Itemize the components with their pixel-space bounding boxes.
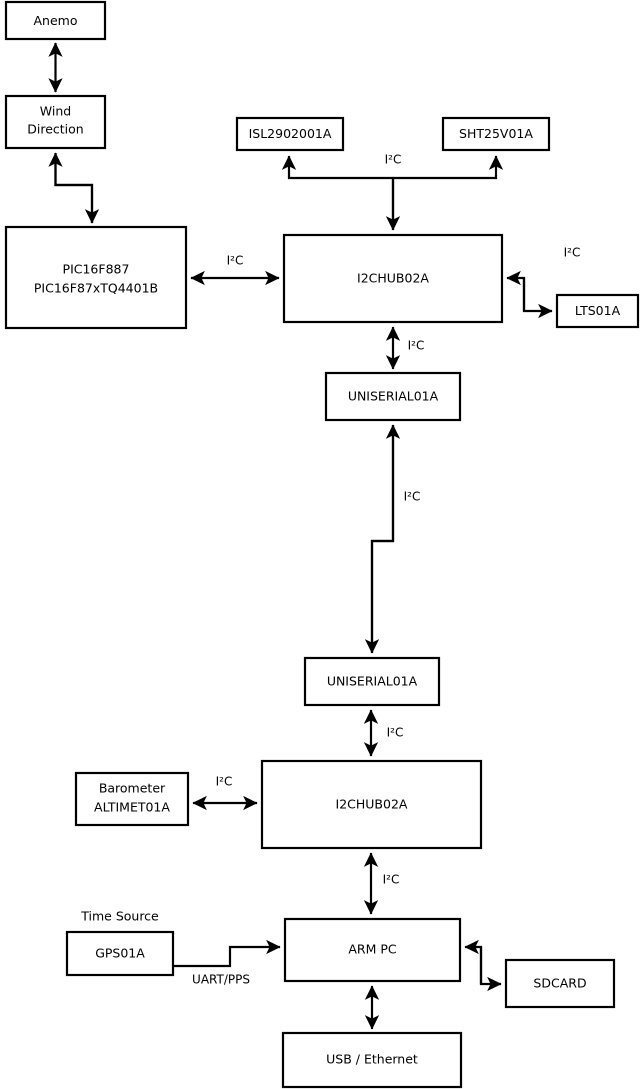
edge-wind-pic-down — [54, 153, 100, 224]
edge-hub-lts-label: I²C — [564, 246, 581, 260]
edge-pic-hub-label: I²C — [227, 254, 244, 268]
node-usb-ethernet[interactable]: USB / Ethernet — [281, 1031, 463, 1089]
edge-uniserial-uniserial: I²C — [364, 424, 421, 654]
node-i2chub02a-top-box[interactable] — [282, 233, 504, 324]
node-uniserial01a-top[interactable]: UNISERIAL01A — [324, 371, 462, 422]
edge-armpc-to-sdcard — [479, 947, 502, 992]
node-isl2902001a-box[interactable] — [235, 116, 345, 152]
node-barometer[interactable]: Barometer ALTIMET01A — [74, 771, 190, 827]
node-uniserial01a-bottom-box[interactable] — [303, 656, 441, 707]
node-pic-label-line2: PIC16F87xTQ4401B — [34, 281, 158, 296]
node-uniserial01a-bottom[interactable]: UNISERIAL01A — [303, 656, 441, 707]
node-i2chub02a-bottom-label: I2CHUB02A — [336, 797, 408, 812]
edge-hub-uniserial-label: I²C — [408, 339, 425, 353]
edge-lts-to-hub — [506, 270, 526, 311]
edge-uniserial-down — [364, 425, 395, 654]
edge-hub-to-sht — [393, 155, 504, 180]
edge-armpc-sdcard — [464, 939, 502, 992]
edge-pic-hub: I²C — [190, 254, 280, 286]
free-label-layer: Time Source — [80, 909, 159, 924]
node-lts01a-box[interactable] — [555, 293, 640, 329]
edge-gps-armpc-label: UART/PPS — [192, 973, 250, 987]
edge-hub-isl-sht: I²C — [281, 153, 504, 231]
edge-wind-pic — [48, 152, 100, 224]
edge-sdcard-to-armpc — [464, 939, 483, 984]
node-sdcard[interactable]: SDCARD — [504, 958, 616, 1009]
node-gps01a-box[interactable] — [65, 930, 175, 977]
node-pic-microcontroller[interactable]: PIC16F887 PIC16F87xTQ4401B — [4, 225, 188, 330]
node-lts01a[interactable]: LTS01A — [555, 293, 640, 329]
edge-wind-pic-up — [48, 152, 94, 223]
node-gps01a-label: GPS01A — [95, 946, 145, 961]
node-wind-direction-label-line1: Wind — [40, 104, 71, 119]
node-isl2902001a[interactable]: ISL2902001A — [235, 116, 345, 152]
edge-hub-lts: I²C — [506, 246, 581, 319]
edge-gps-armpc-line — [173, 939, 281, 968]
edge-baro-hub2-label: I²C — [216, 775, 233, 789]
node-pic-label-line1: PIC16F887 — [63, 262, 130, 277]
edge-hub-uniserial: I²C — [385, 326, 425, 370]
node-i2chub02a-top[interactable]: I2CHUB02A — [282, 233, 504, 324]
edge-baro-hub2: I²C — [192, 775, 258, 811]
node-sht25v01a[interactable]: SHT25V01A — [441, 116, 551, 152]
node-uniserial01a-top-label: UNISERIAL01A — [348, 389, 439, 404]
node-i2chub02a-top-label: I2CHUB02A — [357, 271, 429, 286]
node-gps01a[interactable]: GPS01A — [65, 930, 175, 977]
node-lts01a-label: LTS01A — [575, 303, 621, 318]
edge-uniserial-up — [370, 424, 401, 653]
node-sht25v01a-box[interactable] — [441, 116, 551, 152]
node-barometer-box[interactable] — [74, 771, 190, 827]
node-i2chub02a-bottom[interactable]: I2CHUB02A — [260, 759, 483, 850]
node-barometer-label-line1: Barometer — [99, 781, 166, 796]
node-usb-ethernet-label: USB / Ethernet — [326, 1052, 418, 1067]
node-arm-pc-box[interactable] — [283, 917, 462, 983]
edge-gps-armpc: UART/PPS — [173, 939, 281, 987]
edge-hub2-armpc-label: I²C — [383, 873, 400, 887]
node-pic-box[interactable] — [4, 225, 188, 330]
node-arm-pc-label: ARM PC — [348, 942, 397, 957]
edge-uniserial-hub2-label: I²C — [387, 726, 404, 740]
node-usb-ethernet-box[interactable] — [281, 1031, 463, 1089]
node-sdcard-label: SDCARD — [533, 976, 586, 991]
node-uniserial01a-top-box[interactable] — [324, 371, 462, 422]
node-sht25v01a-label: SHT25V01A — [459, 126, 533, 141]
node-layer: Anemo Wind Direction PIC16F887 PIC16F87x… — [4, 0, 640, 1089]
node-anemo[interactable]: Anemo — [4, 0, 107, 41]
node-isl2902001a-label: ISL2902001A — [249, 126, 332, 141]
node-wind-direction-label-line2: Direction — [27, 122, 83, 137]
node-uniserial01a-bottom-label: UNISERIAL01A — [327, 674, 418, 689]
edge-uniserial-uniserial-label: I²C — [404, 490, 421, 504]
node-arm-pc[interactable]: ARM PC — [283, 917, 462, 983]
time-source-label: Time Source — [80, 909, 159, 924]
node-anemo-label: Anemo — [34, 13, 78, 28]
edge-layer: I²C I²C I²C I²C — [48, 42, 581, 1030]
edge-hub-to-lts — [522, 278, 553, 319]
edge-uniserial-hub2: I²C — [363, 709, 404, 757]
edge-hub2-armpc: I²C — [363, 852, 400, 915]
node-i2chub02a-bottom-box[interactable] — [260, 759, 483, 850]
node-wind-direction-box[interactable] — [4, 94, 107, 150]
node-wind-direction[interactable]: Wind Direction — [4, 94, 107, 150]
edge-hub-to-isl — [281, 155, 395, 230]
node-anemo-box[interactable] — [4, 0, 107, 41]
edge-hub-isl-sht-label: I²C — [385, 153, 402, 167]
node-barometer-label-line2: ALTIMET01A — [94, 800, 170, 815]
node-sdcard-box[interactable] — [504, 958, 616, 1009]
